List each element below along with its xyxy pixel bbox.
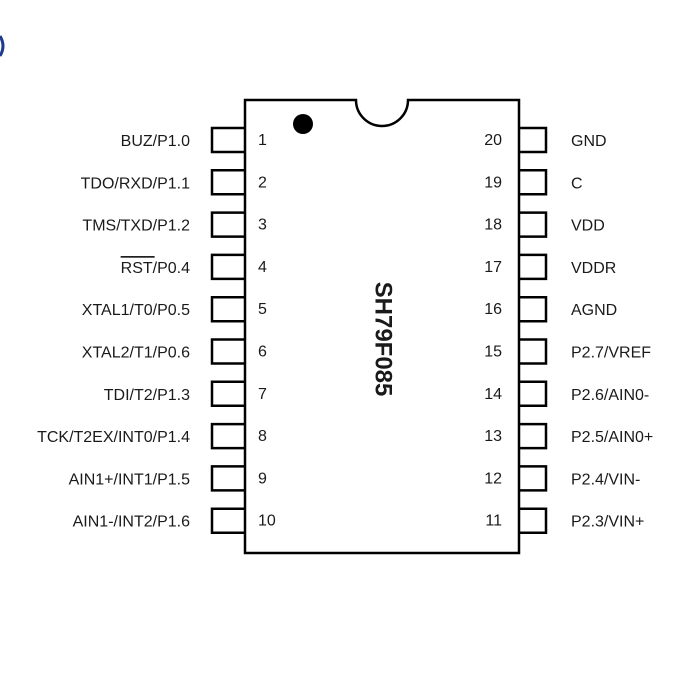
pin-lead xyxy=(519,465,548,492)
pin-lead xyxy=(519,295,548,323)
pin-lead xyxy=(210,126,245,154)
pin-13: 13 P2.5/AIN0+ xyxy=(484,422,653,450)
pin-16: 16 AGND xyxy=(484,295,617,323)
pin-2: 2 TDO/RXD/P1.1 xyxy=(81,169,267,196)
pin-17: 17 VDDR xyxy=(484,253,616,281)
left-pin-group: 1 BUZ/P1.0 2 TDO/RXD/P1.1 3 TMS/TXD/P1.2 4 RST/… xyxy=(37,126,276,534)
pin-number: 7 xyxy=(258,386,267,403)
pin-label: P2.3/VIN+ xyxy=(571,514,644,531)
pin-label-rest: /P0.4 xyxy=(153,260,190,277)
pin-label: XTAL2/T1/P0.6 xyxy=(82,345,190,362)
pin-9: 9 AIN1+/INT1/P1.5 xyxy=(69,465,267,492)
pin-label: TDI/T2/P1.3 xyxy=(104,387,190,404)
pin-number: 12 xyxy=(484,470,502,487)
pin-14: 14 P2.6/AIN0- xyxy=(484,380,649,408)
pin-20: 20 GND xyxy=(484,126,607,154)
pin-lead xyxy=(210,465,245,492)
pin-8: 8 TCK/T2EX/INT0/P1.4 xyxy=(37,422,267,450)
pin-label: VDD xyxy=(571,218,605,235)
pin-4: 4 RST/P0.4 xyxy=(120,253,267,281)
pin-lead xyxy=(519,338,548,365)
pin-lead xyxy=(210,295,245,323)
pin-number: 20 xyxy=(484,132,502,149)
pin-label: P2.5/AIN0+ xyxy=(571,429,653,446)
pin-19: 19 C xyxy=(484,169,583,196)
pin-label: TDO/RXD/P1.1 xyxy=(81,175,190,192)
pin-number: 13 xyxy=(484,428,502,445)
pin-lead xyxy=(519,169,548,196)
pin-label: BUZ/P1.0 xyxy=(121,133,190,150)
pin-11: 11 P2.3/VIN+ xyxy=(485,507,644,534)
pin-12: 12 P2.4/VIN- xyxy=(484,465,640,492)
pin-number: 19 xyxy=(484,174,502,191)
pin-label: TCK/T2EX/INT0/P1.4 xyxy=(37,429,190,446)
pin-number: 1 xyxy=(258,132,267,149)
pin-number: 2 xyxy=(258,174,267,191)
pin-7: 7 TDI/T2/P1.3 xyxy=(104,380,267,408)
pin-number: 9 xyxy=(258,470,267,487)
pin-number: 5 xyxy=(258,301,267,318)
pin1-indicator-dot xyxy=(293,114,313,134)
pin-label: P2.6/AIN0- xyxy=(571,387,649,404)
pin-number: 4 xyxy=(258,259,267,276)
pin-label: XTAL1/T0/P0.5 xyxy=(82,302,190,319)
pin-label: RST/P0.4 xyxy=(121,260,190,277)
pin-5: 5 XTAL1/T0/P0.5 xyxy=(82,295,267,323)
pin-6: 6 XTAL2/T1/P0.6 xyxy=(82,338,267,365)
pin-number: 17 xyxy=(484,259,502,276)
pin-lead xyxy=(519,507,548,534)
pin-lead xyxy=(210,422,245,450)
pin-label: AIN1+/INT1/P1.5 xyxy=(69,471,190,488)
pin-lead xyxy=(519,253,548,281)
pin-lead xyxy=(519,422,548,450)
chip-name: SH79F085 xyxy=(370,282,397,397)
pin-number: 10 xyxy=(258,513,276,530)
pin-lead xyxy=(210,211,245,238)
pin-lead xyxy=(210,380,245,408)
pin-lead xyxy=(519,211,548,238)
edge-mark xyxy=(0,35,5,57)
pin-1: 1 BUZ/P1.0 xyxy=(121,126,267,154)
pin-15: 15 P2.7/VREF xyxy=(484,338,651,365)
pin-number: 15 xyxy=(484,344,502,361)
pin-label: C xyxy=(571,175,583,192)
pin-18: 18 VDD xyxy=(484,211,605,238)
pin-10: 10 AIN1-/INT2/P1.6 xyxy=(73,507,276,534)
chip-body xyxy=(243,98,521,555)
pin-label: VDDR xyxy=(571,260,616,277)
pin-label: GND xyxy=(571,133,607,150)
pin-number: 6 xyxy=(258,344,267,361)
pin-lead xyxy=(210,507,245,534)
pin-lead xyxy=(519,380,548,408)
pin-3: 3 TMS/TXD/P1.2 xyxy=(82,211,267,238)
pin-lead xyxy=(519,126,548,154)
pin-label: TMS/TXD/P1.2 xyxy=(82,218,190,235)
pin-lead xyxy=(210,338,245,365)
pin-label: AGND xyxy=(571,302,617,319)
pin-label: P2.7/VREF xyxy=(571,345,651,362)
pin-number: 18 xyxy=(484,217,502,234)
pin-number: 16 xyxy=(484,301,502,318)
pin-label: AIN1-/INT2/P1.6 xyxy=(73,514,190,531)
pin-number: 14 xyxy=(484,386,502,403)
pin-label: P2.4/VIN- xyxy=(571,471,640,488)
pin-lead xyxy=(210,253,245,281)
pin-number: 3 xyxy=(258,217,267,234)
pin-label-overbar-part: RST xyxy=(121,260,153,277)
pin-lead xyxy=(210,169,245,196)
pin-number: 8 xyxy=(258,428,267,445)
pin-number: 11 xyxy=(485,513,502,530)
